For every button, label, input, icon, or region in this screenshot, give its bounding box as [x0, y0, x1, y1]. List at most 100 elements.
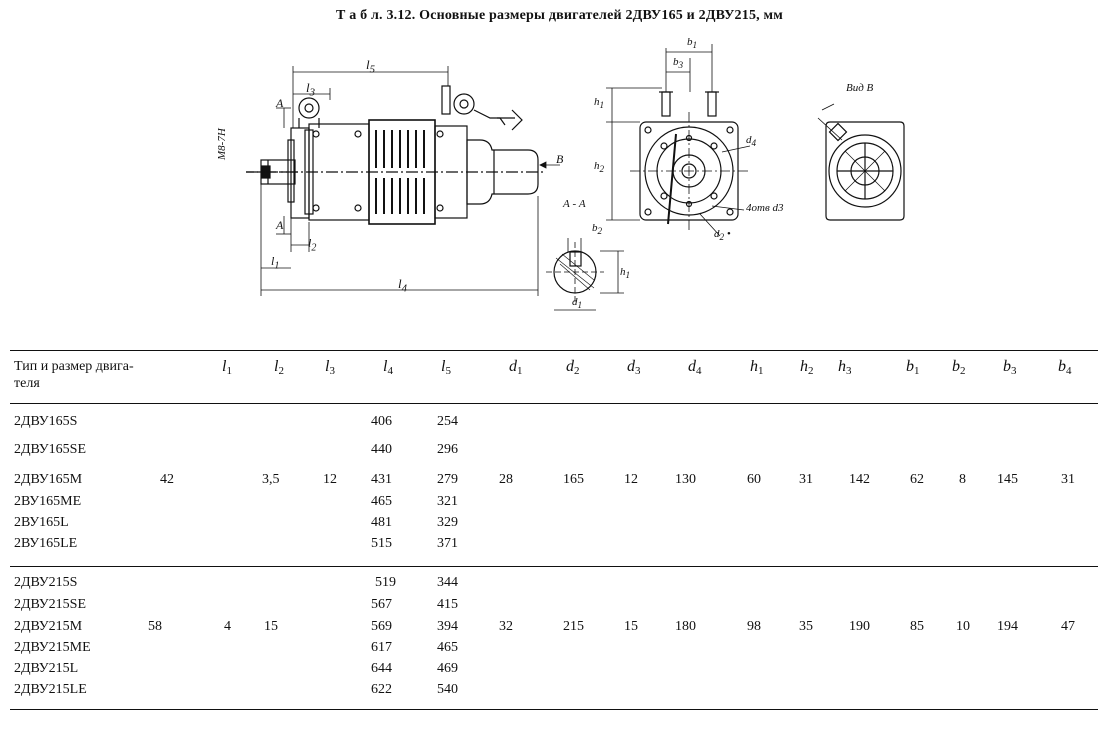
- side-dimensions: [260, 66, 560, 296]
- label-d2: d2 •: [714, 228, 731, 243]
- l2-cell: 4: [224, 619, 231, 634]
- l5-cell: 465: [437, 640, 458, 655]
- label-a-bottom: A: [276, 218, 284, 232]
- l5-cell: 344: [437, 575, 458, 590]
- label-l3: l3: [306, 80, 316, 99]
- type-cell: 2ВУ165ME: [14, 494, 82, 509]
- header-d4: d4: [688, 358, 702, 377]
- header-l2: l2: [274, 358, 284, 377]
- label-holes: 4отв d3: [746, 202, 784, 214]
- l4-cell: 406: [371, 414, 392, 429]
- label-d1: d1: [572, 296, 583, 311]
- l4-cell: 622: [371, 682, 392, 697]
- l2-cell: 3,5: [262, 472, 280, 487]
- type-cell: 2ДВУ215LE: [14, 682, 87, 697]
- type-cell: 2ВУ165LE: [14, 536, 78, 551]
- type-cell: 2ДВУ215M: [14, 619, 83, 634]
- b2-cell: 8: [959, 472, 966, 487]
- header-b3: b3: [1003, 358, 1017, 377]
- l5-cell: 321: [437, 494, 458, 509]
- header-d1: d1: [509, 358, 523, 377]
- header-b1: b1: [906, 358, 920, 377]
- header-type-label: Тип и размер двига- теля: [14, 358, 134, 392]
- l3-cell: 15: [264, 619, 278, 634]
- group-divider-rule: [10, 566, 1098, 567]
- header-bottom-rule: [10, 403, 1098, 404]
- h2-cell: 31: [799, 472, 813, 487]
- d4-cell: 130: [675, 472, 696, 487]
- label-h2: h2: [594, 160, 605, 175]
- label-b2: b2: [592, 222, 603, 237]
- b1-cell: 62: [910, 472, 924, 487]
- h2-cell: 35: [799, 619, 813, 634]
- header-b4: b4: [1058, 358, 1072, 377]
- b2-cell: 10: [956, 619, 970, 634]
- l5-cell: 394: [437, 619, 458, 634]
- label-l1: l1: [271, 254, 280, 272]
- h1-cell: 98: [747, 619, 761, 634]
- h3-cell: 190: [849, 619, 870, 634]
- d4-cell: 180: [675, 619, 696, 634]
- header-l4: l4: [383, 358, 393, 377]
- l5-cell: 540: [437, 682, 458, 697]
- d1-cell: 28: [499, 472, 513, 487]
- l3-cell: 12: [323, 472, 337, 487]
- label-view-b: Вид В: [846, 82, 874, 94]
- d2-cell: 165: [563, 472, 584, 487]
- label-l4: l4: [398, 276, 408, 295]
- type-cell: 2ВУ165L: [14, 515, 69, 530]
- header-type-line2: теля: [14, 376, 40, 391]
- top-connectors: [298, 85, 523, 131]
- l4-cell: 567: [371, 597, 392, 612]
- l5-cell: 329: [437, 515, 458, 530]
- type-cell: 2ДВУ165S: [14, 414, 78, 429]
- h3-cell: 142: [849, 472, 870, 487]
- front-view: [606, 44, 751, 237]
- l4-cell: 644: [371, 661, 392, 676]
- header-l3: l3: [325, 358, 335, 377]
- type-cell: 2ДВУ215ME: [14, 640, 91, 655]
- header-d2: d2: [566, 358, 580, 377]
- header-l1: l1: [222, 358, 232, 377]
- l4-cell: 465: [371, 494, 392, 509]
- header-b2: b2: [952, 358, 966, 377]
- label-h1-front: h1: [594, 96, 605, 111]
- h1-cell: 60: [747, 472, 761, 487]
- l5-cell: 371: [437, 536, 458, 551]
- label-b3: b3: [673, 56, 684, 71]
- d3-cell: 15: [624, 619, 638, 634]
- label-section: А - А: [563, 198, 586, 210]
- header-type-line1: Тип и размер двига-: [14, 359, 134, 374]
- l1-cell: 58: [148, 619, 162, 634]
- d2-cell: 215: [563, 619, 584, 634]
- section-a-a: [546, 238, 624, 311]
- type-cell: 2ДВУ215L: [14, 661, 79, 676]
- header-l5: l5: [441, 358, 451, 377]
- l5-cell: 254: [437, 414, 458, 429]
- label-a-top: A: [276, 96, 284, 110]
- b4-cell: 31: [1061, 472, 1075, 487]
- table-top-rule: [10, 350, 1098, 351]
- l4-cell: 481: [371, 515, 392, 530]
- b3-cell: 145: [997, 472, 1018, 487]
- rear-cover: [466, 139, 539, 205]
- label-b1: b1: [687, 36, 698, 51]
- d3-cell: 12: [624, 472, 638, 487]
- l4-cell: 519: [375, 575, 396, 590]
- type-cell: 2ДВУ165SE: [14, 442, 87, 457]
- type-cell: 2ДВУ215S: [14, 575, 78, 590]
- label-l5: l5: [366, 57, 376, 76]
- b4-cell: 47: [1061, 619, 1075, 634]
- label-d4: d4: [746, 134, 757, 149]
- label-b-arrow: В: [556, 152, 564, 166]
- header-h3: h3: [838, 358, 852, 377]
- d1-cell: 32: [499, 619, 513, 634]
- l5-cell: 296: [437, 442, 458, 457]
- table-caption: Т а б л. 3.12. Основные размеры двигател…: [335, 8, 784, 23]
- l4-cell: 440: [371, 442, 392, 457]
- label-h1-section: h1: [620, 266, 631, 281]
- label-thread: М8-7Н: [216, 128, 228, 160]
- motor-drawing: [246, 44, 905, 311]
- l4-cell: 431: [371, 472, 392, 487]
- type-cell: 2ДВУ215SE: [14, 597, 87, 612]
